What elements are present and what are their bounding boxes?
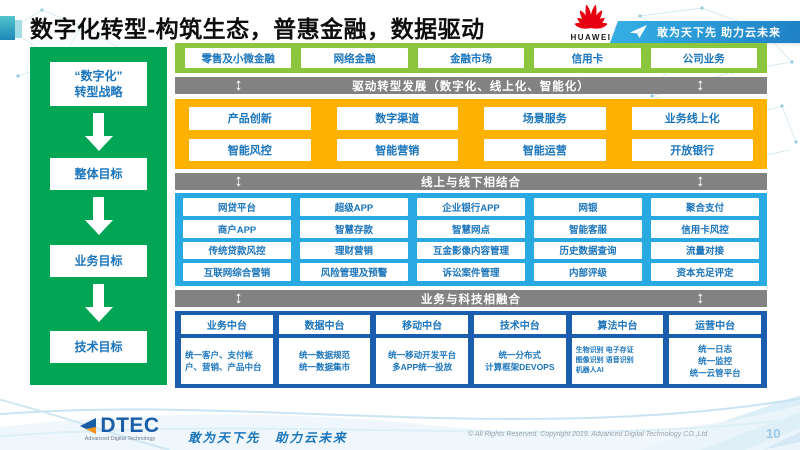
application-box: 企业银行APP: [417, 198, 525, 216]
business-line-box: 零售及小微金融: [185, 48, 292, 68]
updown-arrow-icon: ↕: [234, 288, 244, 307]
dtec-subtitle: Advanced Digital Technology: [84, 436, 156, 442]
capability-box: 数字渠道: [336, 107, 458, 130]
copyright-text: © All Rights Reserved. Copyright 2019. A…: [468, 431, 708, 438]
platform-content: 统一数据规范 统一数据集市: [278, 338, 371, 384]
application-box: 内部评级: [534, 263, 642, 281]
page-number: 10: [766, 426, 781, 441]
platform-content: 生物识别 电子存证 图像识别 语音识别 机器人AI: [571, 338, 664, 384]
down-arrow-icon: [30, 284, 167, 322]
banner-drive-transformation: ↕ 驱动转型发展（数字化、线上化、智能化） ↕: [175, 75, 767, 94]
updown-arrow-icon: ↕: [234, 75, 244, 94]
application-box: 诉讼案件管理: [417, 263, 525, 281]
capability-box: 智能风控: [189, 138, 311, 161]
platform-column-algorithm: 算法中台 生物识别 电子存证 图像识别 语音识别 机器人AI: [571, 315, 664, 384]
header-slogan-banner: 敢为天下先 助力云未来: [609, 21, 800, 43]
platform-title: 业务中台: [181, 315, 273, 334]
header-slogan-text: 敢为天下先 助力云未来: [657, 27, 782, 39]
down-arrow-icon: [30, 113, 167, 151]
sidebar-item-business-goal: 业务目标: [50, 245, 147, 277]
application-box: 历史数据查询: [534, 241, 642, 260]
page-title: 数字化转型-构筑生态，普惠金融，数据驱动: [30, 16, 485, 42]
dtec-logo: DTEC Advanced Digital Technology: [60, 414, 180, 442]
platform-title: 技术中台: [473, 315, 566, 334]
application-box: 超级APP: [300, 198, 408, 216]
platform-title: 数据中台: [278, 315, 371, 334]
capability-box: 产品创新: [189, 107, 311, 130]
platform-content: 统一分布式 计算框架DEVOPS: [473, 338, 566, 384]
updown-arrow-icon: ↕: [234, 171, 244, 190]
business-lines-band: 零售及小微金融 网络金融 金融市场 信用卡 公司业务: [175, 43, 767, 73]
business-line-box: 信用卡: [534, 48, 641, 68]
huawei-flower-icon: [574, 4, 608, 29]
application-box: 智能客服: [534, 219, 642, 238]
application-box: 互联网综合营销: [183, 263, 291, 281]
application-band: 网贷平台 超级APP 企业银行APP 网银 聚合支付 商户APP 智慧存款 智慧…: [175, 193, 767, 286]
platform-column-mobile: 移动中台 统一移动开发平台 多APP统一投放: [376, 315, 468, 384]
dtec-arrow-icon: [80, 418, 97, 434]
capability-box: 智能运营: [484, 138, 606, 161]
capability-band: 产品创新 数字渠道 场景服务 业务线上化 智能风控 智能营销 智能运营 开放银行: [175, 99, 767, 169]
platform-content: 统一日志 统一监控 统一云管平台: [669, 338, 761, 384]
application-box: 网银: [534, 198, 642, 216]
capability-box: 开放银行: [631, 138, 753, 161]
updown-arrow-icon: ↕: [695, 75, 706, 94]
business-line-box: 网络金融: [301, 48, 408, 68]
huawei-wordmark: HUAWEI: [570, 33, 612, 42]
application-box: 传统贷款风控: [183, 241, 291, 260]
capability-box: 业务线上化: [631, 107, 753, 130]
application-box: 聚合支付: [651, 198, 759, 216]
banner-online-offline: ↕ 线上与线下相结合 ↕: [175, 171, 767, 190]
business-line-box: 金融市场: [417, 48, 525, 68]
strategy-sidebar: “数字化” 转型战略 整体目标 业务目标 技术目标: [30, 47, 167, 385]
banner-biz-tech: ↕ 业务与科技相融合 ↕: [175, 288, 767, 307]
application-box: 商户APP: [183, 219, 291, 238]
title-accent-bars-icon: [0, 14, 28, 42]
banner-drive-text: 驱动转型发展（数字化、线上化、智能化）: [352, 80, 590, 93]
platform-content: 统一移动开发平台 多APP统一投放: [376, 338, 468, 384]
application-box: 流量对接: [651, 241, 759, 260]
application-box: 理财营销: [300, 241, 408, 260]
business-line-box: 公司业务: [650, 48, 757, 68]
application-box: 智慧网点: [417, 219, 525, 238]
sidebar-item-strategy: “数字化” 转型战略: [50, 62, 147, 106]
application-box: 智慧存款: [300, 219, 408, 238]
diagram-main: 零售及小微金融 网络金融 金融市场 信用卡 公司业务 ↕ 驱动转型发展（数字化、…: [175, 43, 767, 388]
platform-title: 算法中台: [571, 315, 664, 334]
platform-column-operation: 运营中台 统一日志 统一监控 统一云管平台: [669, 315, 761, 384]
sidebar-item-tech-goal: 技术目标: [50, 331, 147, 363]
platform-content: 统一客户、支付帐户、营销、产品中台: [181, 338, 273, 384]
down-arrow-icon: [30, 197, 167, 235]
capability-box: 智能营销: [336, 138, 458, 161]
paper-plane-icon: [630, 25, 647, 38]
huawei-logo: HUAWEI: [568, 3, 614, 42]
banner-biz-tech-text: 业务与科技相融合: [421, 293, 521, 306]
application-box: 资本充足评定: [651, 263, 759, 281]
updown-arrow-icon: ↕: [695, 288, 706, 307]
platform-column-data: 数据中台 统一数据规范 统一数据集市: [278, 315, 371, 384]
footer-slogan: 敢为天下先 助力云未来: [188, 431, 348, 445]
platform-band: 业务中台 统一客户、支付帐户、营销、产品中台 数据中台 统一数据规范 统一数据集…: [175, 311, 767, 388]
platform-column-business: 业务中台 统一客户、支付帐户、营销、产品中台: [181, 315, 273, 384]
application-box: 风险管理及预警: [300, 263, 408, 281]
application-box: 信用卡风控: [651, 219, 759, 238]
application-box: 网贷平台: [183, 198, 291, 216]
application-box: 互金影像内容管理: [417, 241, 525, 260]
updown-arrow-icon: ↕: [695, 171, 706, 190]
sidebar-item-overall-goal: 整体目标: [50, 158, 147, 190]
platform-column-tech: 技术中台 统一分布式 计算框架DEVOPS: [473, 315, 566, 384]
platform-title: 移动中台: [376, 315, 468, 334]
banner-online-offline-text: 线上与线下相结合: [421, 176, 521, 189]
platform-title: 运营中台: [669, 315, 761, 334]
dtec-wordmark: DTEC: [100, 414, 160, 437]
capability-box: 场景服务: [484, 107, 606, 130]
